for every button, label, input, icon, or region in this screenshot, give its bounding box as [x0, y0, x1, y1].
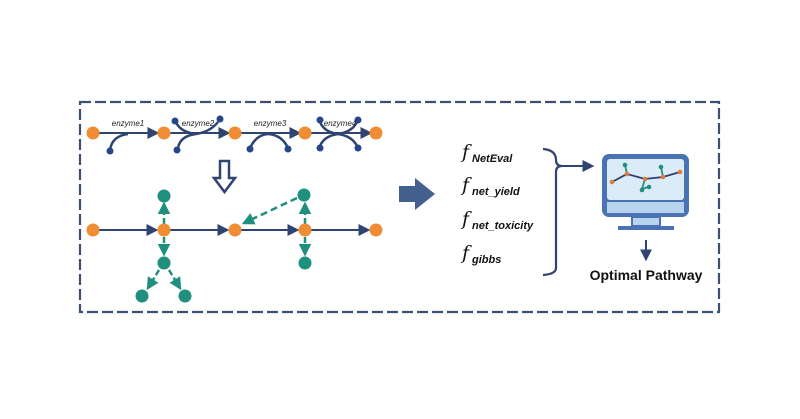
pathway-network: [86, 188, 383, 303]
cofactor-curve-2c: [195, 121, 219, 136]
objective-net-toxicity: f net_toxicity: [460, 208, 534, 232]
enzyme-label-2: enzyme2: [182, 119, 215, 128]
substrate-node: [86, 223, 100, 237]
objective-functions: f NetEval f net_yield f net_toxicity f g…: [460, 141, 534, 266]
cofactor-dot: [316, 144, 324, 152]
cofactor-dot: [173, 146, 181, 154]
cofactor-dot: [106, 147, 114, 155]
right-arrow-icon: [399, 178, 435, 210]
cofactor-curve-2b: [176, 132, 197, 149]
substrate-node: [228, 223, 242, 237]
branch-node: [178, 289, 192, 303]
enzyme-label-4: enzyme4: [324, 119, 357, 128]
cofactor-dot: [354, 116, 362, 124]
linear-pathway: enzyme1 enzyme2 enzyme3 enzyme4: [86, 115, 383, 155]
cofactor-dot: [216, 115, 224, 123]
objective-gibbs: f gibbs: [460, 242, 501, 266]
objective-subscript: gibbs: [471, 254, 501, 266]
dashed-frame: [78, 100, 721, 314]
branch-edge: [146, 269, 161, 291]
objective-net-eval: f NetEval: [460, 141, 513, 165]
substrate-node: [157, 126, 171, 140]
branch-edge: [167, 269, 182, 291]
branch-node: [135, 289, 149, 303]
screen-node: [642, 176, 648, 182]
monitor-neck: [631, 216, 661, 227]
screen-node: [639, 187, 645, 193]
substrate-node: [157, 223, 171, 237]
cofactor-dot: [246, 145, 254, 153]
enzyme-label-1: enzyme1: [112, 119, 144, 128]
objective-symbol: f: [460, 242, 472, 264]
branch-node: [298, 256, 312, 270]
cofactor-curve-4b: [318, 132, 359, 147]
branch-node: [297, 188, 311, 202]
substrate-node: [298, 223, 312, 237]
cofactor-dot: [316, 116, 324, 124]
objective-subscript: net_yield: [472, 186, 520, 198]
cofactor-dot: [171, 117, 179, 125]
enzyme-label-3: enzyme3: [254, 119, 287, 128]
screen-node: [609, 179, 615, 185]
curly-brace: [542, 147, 563, 277]
branch-edge: [241, 196, 298, 225]
down-arrow-icon: [211, 159, 238, 195]
branch-node: [157, 256, 171, 270]
objective-symbol: f: [460, 141, 472, 163]
substrate-node: [86, 126, 100, 140]
screen-node: [677, 169, 683, 175]
objective-subscript: NetEval: [472, 153, 513, 165]
cofactor-curve-1: [108, 132, 129, 151]
objective-subscript: net_toxicity: [472, 220, 534, 232]
substrate-node: [369, 126, 383, 140]
substrate-node: [228, 126, 242, 140]
monitor-base: [618, 226, 674, 230]
objective-symbol: f: [460, 208, 472, 230]
cofactor-dot: [284, 145, 292, 153]
screen-node: [646, 184, 652, 190]
screen-node: [624, 171, 630, 177]
screen-node: [622, 162, 628, 168]
optimal-pathway-label: Optimal Pathway: [590, 267, 703, 283]
screen-node: [658, 164, 664, 170]
cofactor-dot: [354, 144, 362, 152]
screen-node: [660, 174, 666, 180]
objective-symbol: f: [460, 174, 472, 196]
monitor-icon: [602, 154, 689, 230]
objective-net-yield: f net_yield: [460, 174, 520, 198]
substrate-node: [298, 126, 312, 140]
substrate-node: [369, 223, 383, 237]
branch-node: [157, 189, 171, 203]
cofactor-curve-3: [248, 132, 290, 149]
monitor-chin: [607, 202, 684, 213]
